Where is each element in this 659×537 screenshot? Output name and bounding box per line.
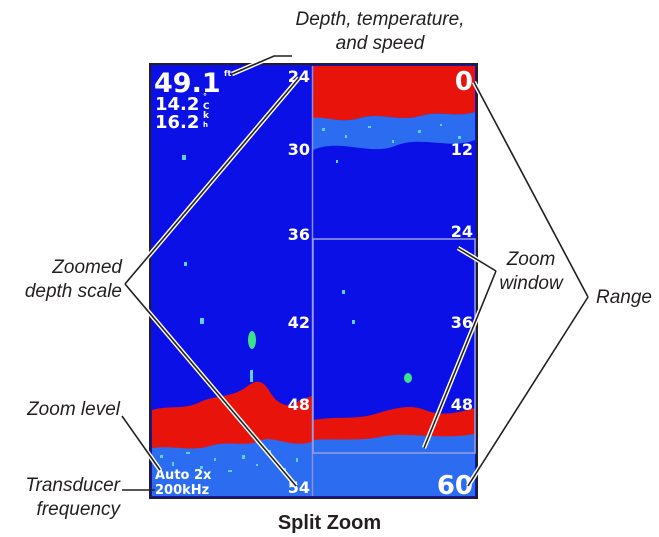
leader-range-top xyxy=(473,81,589,298)
depth-unit: ft xyxy=(224,69,231,78)
surface-speckle xyxy=(322,124,461,163)
callout-zoom-window-line2: window xyxy=(499,273,563,294)
callout-depth-temp-speed: Depth, temperature, and speed xyxy=(280,8,480,56)
surface-clutter-fringe xyxy=(313,112,475,150)
speed-unit-top: k xyxy=(203,111,210,121)
zoom-level-readout: Auto 2x xyxy=(155,468,212,483)
zoomed-tick-label: 30 xyxy=(288,140,310,159)
callout-zoomed-line2: depth scale xyxy=(24,281,122,302)
zoomed-bottom-clutter xyxy=(152,439,312,496)
frequency-readout: 200kHz xyxy=(155,483,209,498)
callout-depth-line2: and speed xyxy=(335,33,425,54)
callout-zoom-window-line1: Zoom xyxy=(506,249,556,270)
speed-readout: 16.2 xyxy=(155,112,199,133)
zoomed-pane xyxy=(152,66,312,496)
callout-frequency-line1: Transducer xyxy=(25,475,120,496)
callout-transducer-frequency: Transducer frequency xyxy=(0,474,120,522)
range-fish-targets xyxy=(342,290,412,383)
range-tick-label: 60 xyxy=(437,471,473,501)
depth-readout: 49.1 xyxy=(154,68,221,99)
leader-zoomed-scale-top xyxy=(124,77,300,285)
callout-frequency-line2: frequency xyxy=(36,499,120,520)
figure-caption: Split Zoom xyxy=(277,512,382,534)
range-bottom-clutter xyxy=(313,434,475,496)
zoomed-tick-label: 36 xyxy=(288,225,310,244)
callout-zoomed-line1: Zoomed xyxy=(52,257,122,278)
temperature-readout: 14.2 xyxy=(155,94,199,115)
zoom-window-box xyxy=(312,238,476,454)
zoomed-tick-label: 24 xyxy=(288,67,310,86)
callout-range: Range xyxy=(596,286,652,310)
depth-temp-speed-readout: 49.1 ft 14.2 ° C 16.2 k h xyxy=(154,68,231,133)
range-tick-label: 48 xyxy=(451,395,473,414)
leader-range-bottom xyxy=(467,296,589,487)
surface-clutter xyxy=(313,78,475,121)
leader-lines xyxy=(120,53,590,491)
leader-zoom-window-top xyxy=(457,247,497,272)
leader-zoomed-scale-bottom xyxy=(124,283,297,487)
range-pane xyxy=(313,66,475,496)
callout-zoomed-depth-scale: Zoomed depth scale xyxy=(0,256,122,304)
callout-depth-line1: Depth, temperature, xyxy=(295,9,465,30)
range-tick-label: 12 xyxy=(451,140,473,159)
range-scale: 0 12 24 36 48 60 xyxy=(437,67,473,501)
zoomed-fish-targets xyxy=(182,155,256,349)
callout-range-label: Range xyxy=(596,287,652,308)
range-tick-label: 36 xyxy=(451,313,473,332)
temperature-unit-bottom: C xyxy=(203,102,210,112)
range-tick-label: 0 xyxy=(455,67,473,97)
temperature-unit-top: ° xyxy=(203,92,207,101)
zoomed-tick-label: 48 xyxy=(288,395,310,414)
callout-zoom-window: Zoom window xyxy=(486,248,576,296)
leader-zoom-level xyxy=(121,415,161,471)
leader-zoom-window-bottom xyxy=(423,270,497,449)
callout-zoom-level: Zoom level xyxy=(0,398,120,422)
callout-zoom-level-label: Zoom level xyxy=(27,399,120,420)
range-tick-label: 24 xyxy=(451,222,473,241)
speed-unit-bottom: h xyxy=(203,121,208,129)
zoomed-tick-label: 42 xyxy=(288,313,310,332)
